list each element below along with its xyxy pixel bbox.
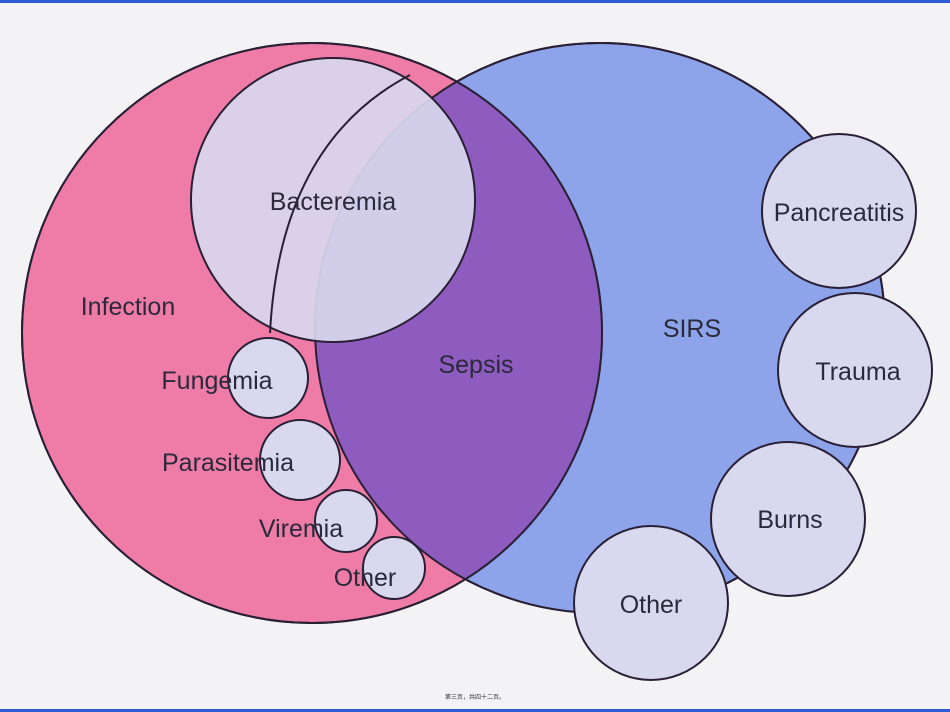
burns-label: Burns: [757, 506, 822, 534]
sepsis-label: Sepsis: [438, 351, 513, 379]
parasitemia-label: Parasitemia: [162, 449, 294, 477]
burns-circle: [710, 441, 866, 597]
fungemia-circle: [227, 337, 309, 419]
pancreatitis-circle: [761, 133, 917, 289]
sirs-label: SIRS: [663, 315, 721, 343]
bacteremia-circle: [190, 57, 476, 343]
viremia-label: Viremia: [259, 515, 343, 543]
other-infection-label: Other: [334, 564, 397, 592]
pancreatitis-label: Pancreatitis: [774, 199, 905, 227]
infection-label: Infection: [81, 293, 176, 321]
page-footer: 第三页，共四十二页。: [444, 694, 505, 701]
trauma-circle: [777, 292, 933, 448]
viremia-circle: [314, 489, 378, 553]
sirs-boundary-arc: [269, 74, 411, 334]
parasitemia-circle: [259, 419, 341, 501]
bacteremia-label: Bacteremia: [270, 188, 397, 216]
other-sirs-label: Other: [620, 591, 683, 619]
sepsis-venn-diagram: Infection SIRS Sepsis Bacteremia Fungemi…: [21, 42, 933, 681]
other-sirs-circle: [573, 525, 729, 681]
trauma-label: Trauma: [815, 358, 900, 386]
other-infection-circle: [362, 536, 426, 600]
fungemia-label: Fungemia: [161, 367, 272, 395]
